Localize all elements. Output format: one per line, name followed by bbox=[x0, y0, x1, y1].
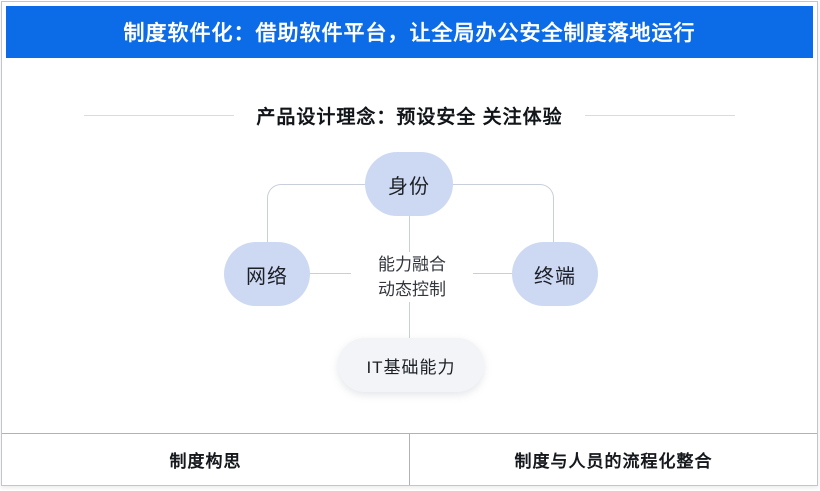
connector-identity-to-terminal bbox=[452, 184, 554, 244]
title-line-left bbox=[84, 114, 235, 116]
banner-title: 制度软件化：借助软件平台，让全局办公安全制度落地运行 bbox=[123, 22, 696, 45]
connector-network-to-center bbox=[310, 273, 351, 274]
footer-row: 制度构思 制度与人员的流程化整合 bbox=[2, 433, 817, 485]
section-title: 产品设计理念：预设安全 关注体验 bbox=[256, 106, 563, 128]
footer-cell-right-label: 制度与人员的流程化整合 bbox=[514, 452, 713, 471]
node-terminal-label: 终端 bbox=[534, 265, 576, 288]
node-terminal: 终端 bbox=[512, 242, 598, 306]
connector-identity-to-network bbox=[267, 184, 367, 244]
center-caption-line2: 动态控制 bbox=[378, 280, 446, 299]
center-caption: 能力融合 动态控制 bbox=[349, 252, 475, 302]
section-title-row: 产品设计理念：预设安全 关注体验 bbox=[2, 100, 817, 130]
node-it-base: IT基础能力 bbox=[338, 338, 484, 392]
node-identity-label: 身份 bbox=[388, 175, 430, 198]
node-network-label: 网络 bbox=[246, 265, 288, 288]
connector-center-to-terminal bbox=[473, 273, 514, 274]
footer-cell-left-label: 制度构思 bbox=[169, 452, 242, 471]
node-network: 网络 bbox=[224, 242, 310, 306]
connector-center-to-itbase bbox=[409, 302, 410, 339]
title-line-right bbox=[584, 114, 735, 116]
node-it-base-label: IT基础能力 bbox=[366, 357, 456, 377]
node-identity: 身份 bbox=[365, 152, 453, 216]
connector-identity-to-center bbox=[409, 216, 410, 252]
footer-cell-left: 制度构思 bbox=[2, 434, 409, 485]
footer-cell-right: 制度与人员的流程化整合 bbox=[409, 434, 817, 485]
banner: 制度软件化：借助软件平台，让全局办公安全制度落地运行 bbox=[6, 6, 813, 58]
center-caption-line1: 能力融合 bbox=[378, 255, 446, 274]
